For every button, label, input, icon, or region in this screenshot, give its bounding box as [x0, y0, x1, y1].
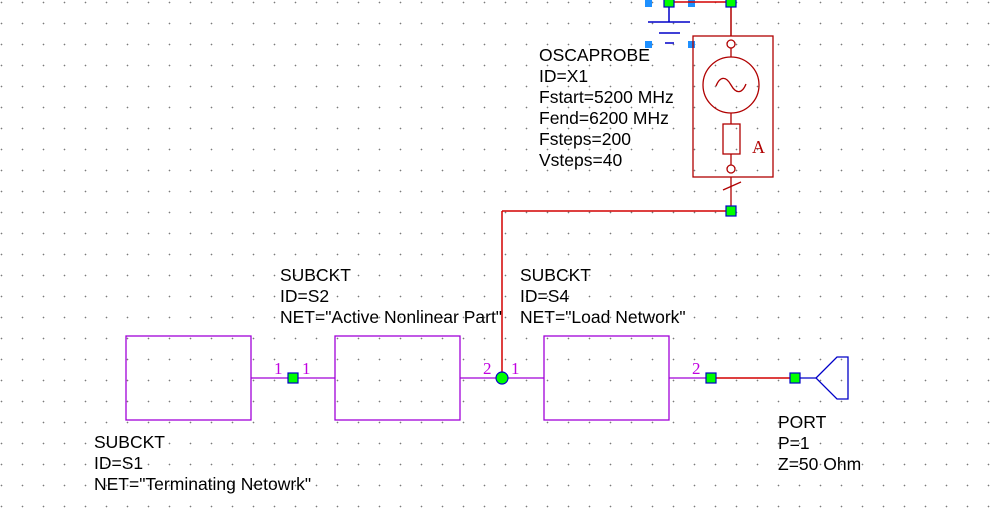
resistor-icon [722, 123, 741, 155]
s1-parameters[interactable]: SUBCKT ID=S1 NET="Terminating Netowrk" [94, 432, 311, 495]
s1-id: ID=S1 [94, 453, 144, 473]
port-symbol[interactable] [795, 356, 849, 400]
s4-id: ID=S4 [520, 286, 570, 306]
node-probe-top[interactable] [725, 0, 737, 8]
s1-type: SUBCKT [94, 432, 165, 452]
probe-vsteps: Vsteps=40 [539, 150, 623, 170]
s1-pin-1: 1 [274, 359, 283, 378]
selection-handle[interactable] [645, 41, 652, 48]
probe-outline [692, 35, 774, 178]
s2-type: SUBCKT [280, 265, 351, 285]
probe-id: ID=X1 [539, 66, 589, 86]
probe-slash [722, 181, 742, 191]
selection-handle[interactable] [688, 41, 695, 48]
subckt-s1[interactable]: 1 [125, 335, 293, 421]
probe-parameters[interactable]: OSCAPROBE ID=X1 Fstart=5200 MHz Fend=620… [539, 45, 674, 171]
s4-box[interactable] [543, 335, 670, 421]
port-impedance: Z=50 Ohm [778, 454, 862, 474]
node-s4-out[interactable] [705, 372, 717, 384]
subckt-s2[interactable]: 1 2 [293, 335, 502, 421]
s2-box[interactable] [334, 335, 461, 421]
s2-pin-2: 2 [483, 359, 492, 378]
nodes [287, 0, 801, 385]
node-port[interactable] [789, 372, 801, 384]
s4-pin-2: 2 [692, 359, 701, 378]
s2-pin-1: 1 [302, 359, 311, 378]
subckt-s4[interactable]: 1 2 [502, 335, 711, 421]
oscaprobe-symbol[interactable] [692, 35, 774, 211]
node-probe-bottom[interactable] [725, 205, 737, 217]
sine-wave-icon [715, 77, 747, 93]
selection-handle[interactable] [645, 0, 652, 7]
s2-id: ID=S2 [280, 286, 330, 306]
node-junction[interactable] [495, 371, 509, 385]
wires [501, 1, 795, 379]
port-number: P=1 [778, 433, 810, 453]
s2-parameters[interactable]: SUBCKT ID=S2 NET="Active Nonlinear Part" [280, 265, 502, 328]
probe-fstart: Fstart=5200 MHz [539, 87, 674, 107]
port-parameters[interactable]: PORT P=1 Z=50 Ohm [778, 412, 861, 475]
node-ground[interactable] [663, 0, 675, 8]
s4-pin-1: 1 [511, 359, 520, 378]
selection-handle[interactable] [688, 0, 695, 7]
probe-terminal-top [726, 39, 736, 49]
s2-net: NET="Active Nonlinear Part" [280, 307, 503, 327]
s4-net: NET="Load Network" [520, 307, 686, 327]
s4-parameters[interactable]: SUBCKT ID=S4 NET="Load Network" [520, 265, 686, 328]
s4-type: SUBCKT [520, 265, 591, 285]
probe-terminal-bottom [726, 164, 736, 174]
s1-box[interactable] [125, 335, 252, 421]
probe-fsteps: Fsteps=200 [539, 129, 631, 149]
probe-fend: Fend=6200 MHz [539, 108, 669, 128]
probe-symbol-label: A [752, 137, 765, 157]
s1-net: NET="Terminating Netowrk" [94, 474, 312, 494]
ground-component[interactable] [645, 0, 695, 48]
probe-type: OSCAPROBE [539, 45, 650, 65]
port-type: PORT [778, 412, 827, 432]
port-icon [815, 356, 849, 400]
node-s1-s2[interactable] [287, 372, 299, 384]
